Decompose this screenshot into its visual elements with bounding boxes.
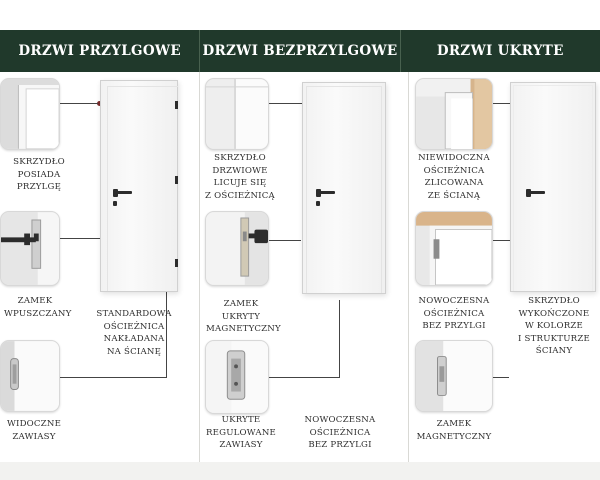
thumb-flush-leaf — [205, 78, 269, 150]
column-divider-1 — [199, 72, 200, 462]
label-modern-frame-no-rebate: NOWOCZESNA OŚCIEŻNICA BEZ PRZYLGI — [418, 296, 490, 332]
header-band: DRZWI PRZYLGOWE DRZWI BEZPRZYLGOWE DRZWI… — [0, 30, 600, 72]
label-magnetic-lock: ZAMEK MAGNETYCZNY — [416, 419, 492, 442]
hinge-icon — [175, 176, 178, 184]
label-visible-hinges: WIDOCZNE ZAWIASY — [6, 419, 62, 442]
connector-line — [60, 238, 102, 239]
label-mortise-lock: ZAMEK WPUSZCZANY — [4, 296, 72, 319]
thumb-modern-frame-no-rebate — [415, 211, 493, 286]
mortise-lock-image — [1, 212, 59, 285]
label-wall-finish-leaf: SKRZYDŁO WYKOŃCZONE W KOLORZE I STRUKTUR… — [518, 296, 590, 357]
connector-line — [269, 103, 304, 104]
connector-line — [60, 377, 166, 378]
bottom-band — [0, 462, 600, 480]
connector-line — [339, 300, 340, 378]
magnetic-lock-image — [416, 341, 492, 411]
header-drzwi-bezprzylgowe: DRZWI BEZPRZYLGOWE — [200, 30, 401, 72]
keyhole-icon — [113, 201, 117, 206]
label-standard-frame: STANDARDOWA OŚCIEŻNICA NAKŁADANA NA ŚCIA… — [96, 309, 172, 357]
thumb-visible-hinges — [0, 340, 60, 412]
label-hidden-hinges: UKRYTE REGULOWANE ZAWIASY — [206, 415, 277, 451]
label-invisible-frame: NIEWIDOCZNA OŚCIEŻNICA ZLICOWANA ZE ŚCIA… — [418, 153, 490, 201]
door-leaf-rebate — [107, 86, 178, 291]
rebated-leaf-image — [1, 79, 59, 149]
door-rebated — [100, 80, 178, 292]
hinge-icon — [175, 101, 178, 109]
thumb-invisible-frame — [415, 78, 493, 150]
modern-frame-no-rebate-image — [416, 212, 492, 285]
thumb-hidden-magnetic-lock — [205, 211, 269, 286]
handle-lever-icon — [114, 191, 132, 194]
thumb-rebated-leaf — [0, 78, 60, 150]
connector-line — [166, 260, 167, 378]
door-hidden-edge — [513, 85, 593, 291]
label-rebated-leaf: SKRZYDŁO POSIADA PRZYLGĘ — [13, 157, 65, 193]
door-frame-line — [306, 86, 382, 293]
label-modern-frame: NOWOCZESNA OŚCIEŻNICA BEZ PRZYLGI — [304, 415, 376, 451]
header-drzwi-przylgowe: DRZWI PRZYLGOWE — [0, 30, 201, 72]
connector-line — [493, 377, 509, 378]
handle-lever-icon — [317, 191, 335, 194]
invisible-frame-image — [416, 79, 492, 149]
connector-line — [493, 240, 519, 241]
hinge-icon — [175, 259, 178, 267]
column-divider-2 — [408, 72, 409, 462]
connector-line — [493, 103, 519, 104]
door-flush — [302, 82, 386, 294]
thumb-hidden-hinges — [205, 340, 269, 414]
connector-line — [269, 240, 301, 241]
connector-line — [269, 377, 339, 378]
flush-leaf-image — [206, 79, 268, 149]
thumb-magnetic-lock — [415, 340, 493, 412]
connector-line — [60, 103, 98, 104]
keyhole-icon — [316, 201, 320, 206]
hidden-hinges-image — [206, 341, 268, 413]
connector-dot — [97, 101, 102, 106]
hidden-magnetic-lock-image — [206, 212, 268, 285]
visible-hinges-image — [1, 341, 59, 411]
handle-lever-icon — [527, 191, 545, 194]
header-drzwi-ukryte: DRZWI UKRYTE — [436, 43, 564, 59]
label-hidden-magnetic-lock: ZAMEK UKRYTY MAGNETYCZNY — [206, 299, 281, 335]
label-flush-leaf: SKRZYDŁO DRZWIOWE LICUJE SIĘ Z OŚCIEŻNIC… — [205, 153, 275, 201]
door-hidden — [510, 82, 596, 292]
thumb-mortise-lock — [0, 211, 60, 286]
